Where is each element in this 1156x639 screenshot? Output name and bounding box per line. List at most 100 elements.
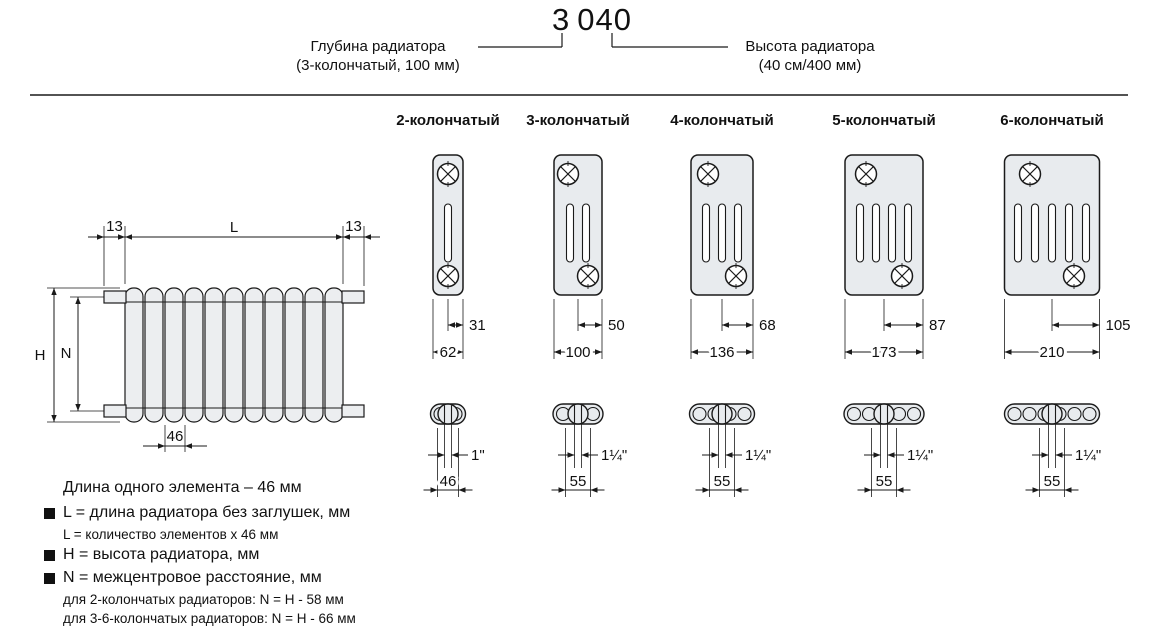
element-length-dim: 55 (570, 473, 587, 490)
radiator-element (324, 287, 344, 423)
radiator-plug (341, 404, 365, 418)
dimension-arrow (75, 297, 81, 304)
dimension-arrow (916, 322, 923, 328)
radiator-element (264, 287, 284, 423)
dimension-arrow (118, 234, 125, 240)
legend-item-text: L = длина радиатора без заглушек, мм (63, 504, 351, 521)
element-length-dim: 46 (440, 473, 457, 490)
legend-item-text: N = межцентровое расстояние, мм (63, 569, 322, 586)
section-slot (717, 203, 727, 263)
radiator-element (284, 287, 304, 423)
center-distance-dim: N (61, 345, 72, 362)
topview-column-circle (1022, 406, 1037, 422)
radiator-element (204, 287, 224, 423)
depth-code-digit: 3 (552, 2, 571, 37)
topview-hub (437, 403, 459, 425)
legend-item-subtext: для 2-колончатых радиаторов: N = H - 58 … (63, 592, 344, 607)
topview-column-circle (1007, 406, 1022, 422)
radiator-element (184, 287, 204, 423)
dimension-arrow (456, 349, 463, 355)
radiator-plug (103, 404, 127, 418)
section-slot (1013, 203, 1023, 263)
dimension-arrow (458, 487, 466, 493)
dimension-arrow (581, 452, 589, 458)
dimension-arrow (437, 452, 445, 458)
dimension-arrow (722, 322, 729, 328)
dimension-arrow (554, 349, 561, 355)
section-slot (733, 203, 743, 263)
dimension-arrow (887, 452, 895, 458)
dimension-arrow (336, 234, 343, 240)
dimension-arrow (1052, 322, 1059, 328)
legend-item-subtext: для 3-6-колончатых радиаторов: N = H - 6… (63, 611, 356, 626)
dimension-arrow (734, 487, 742, 493)
dimension-arrow (1055, 452, 1063, 458)
dimension-arrow (1092, 349, 1100, 355)
height-callout-title: Высота радиатора (745, 38, 875, 55)
dimension-arrow (1032, 487, 1040, 493)
dimension-arrow (864, 487, 872, 493)
full-width-dim: 62 (440, 344, 457, 361)
element-length-dim: 55 (714, 473, 731, 490)
dimension-arrow (1092, 322, 1100, 328)
column-header-2col: 2-колончатый (396, 112, 500, 129)
dimension-arrow (75, 404, 81, 411)
dimension-arrow (595, 322, 602, 328)
section-slot (581, 203, 591, 263)
height-callout-subtitle: (40 см/400 мм) (758, 57, 862, 74)
dimension-arrow (456, 322, 463, 328)
dimension-arrow (845, 349, 852, 355)
column-header-4col: 4-колончатый (670, 112, 774, 129)
full-width-dim: 210 (1039, 344, 1064, 361)
column-header-6col: 6-колончатый (1000, 112, 1104, 129)
topview-column-circle (1082, 406, 1097, 422)
half-width-dim: 31 (469, 317, 486, 334)
section-slot (1064, 203, 1074, 263)
column-header-3col: 3-колончатый (526, 112, 630, 129)
dimension-arrow (185, 443, 192, 449)
topview-column-circle (737, 406, 752, 422)
full-width-dim: 136 (709, 344, 734, 361)
dimension-arrow (590, 487, 598, 493)
section-slot (855, 203, 865, 263)
section-slot (565, 203, 575, 263)
dimension-arrow (558, 487, 566, 493)
dimension-arrow (873, 452, 881, 458)
depth-callout-title: Глубина радиатора (310, 38, 446, 55)
nipple-cross (560, 166, 576, 182)
thread-dim: 1¼" (601, 447, 627, 464)
radiator-element (144, 287, 164, 423)
thread-dim: 1¼" (907, 447, 933, 464)
dimension-arrow (1041, 452, 1049, 458)
radiator-element (304, 287, 324, 423)
dimension-arrow (1004, 349, 1012, 355)
dimension-arrow (51, 288, 57, 295)
radiator-section-body (553, 154, 603, 296)
dimension-arrow (746, 322, 753, 328)
dimension-arrow (916, 349, 923, 355)
dimension-arrow (711, 452, 719, 458)
section-slot (1030, 203, 1040, 263)
nipple-cross (1066, 268, 1082, 284)
bullet-icon (44, 507, 55, 519)
half-width-dim: 50 (608, 317, 625, 334)
section-slot (903, 203, 913, 263)
dimension-arrow (578, 322, 585, 328)
radiator-element (164, 287, 184, 423)
topview-column-circle (846, 406, 862, 422)
thread-dim: 1¼" (1075, 447, 1101, 464)
full-width-dim: 100 (565, 344, 590, 361)
topview-hub (711, 403, 733, 425)
bullet-icon (44, 549, 55, 561)
height-dim: H (35, 347, 46, 364)
legend-item-subtext: L = количество элементов x 46 мм (63, 527, 279, 542)
dimension-arrow (691, 349, 698, 355)
topview-hub (873, 403, 895, 425)
dimension-arrow (364, 234, 371, 240)
section-slot (701, 203, 711, 263)
height-code-digits: 040 (577, 2, 632, 37)
dimension-arrow (595, 349, 602, 355)
topview-column-circle (692, 406, 707, 422)
section-slot (887, 203, 897, 263)
